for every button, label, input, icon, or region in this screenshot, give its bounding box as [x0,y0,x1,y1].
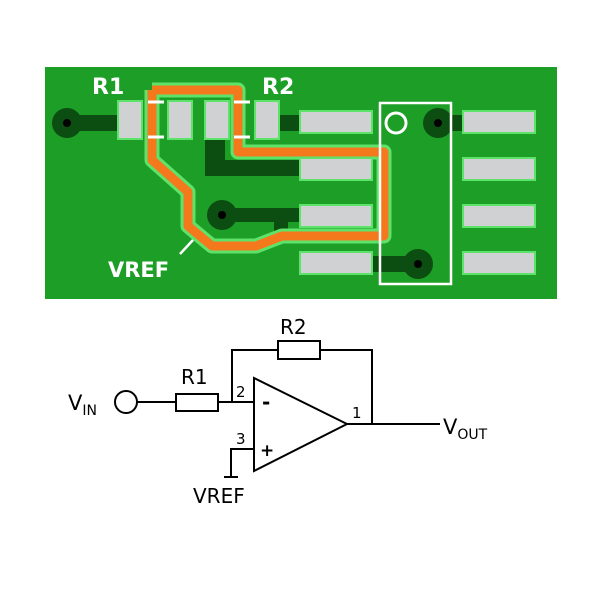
pcb-vias [52,108,453,279]
pin-label-2: 2 [236,383,246,401]
r1-pad-1 [117,100,143,140]
schematic-label-vref: VREF [193,484,245,508]
schematic-r1 [175,393,219,412]
vref-callout-line [179,239,194,255]
ic-pin-7-pad [462,157,536,181]
ic-pin-4-pad [299,251,373,275]
ic-pin-1-pad [299,110,373,134]
pcb-label-r2: R2 [262,75,294,100]
trace-r2-to-pin2 [278,115,302,131]
r1-pad-2 [167,100,193,140]
opamp-symbol [253,376,350,473]
pcb-label-r1: R1 [92,75,124,100]
opamp-plus-sign: + [260,441,274,461]
ic-pin-8-pad [462,110,536,134]
ic-pin-5-pad [462,251,536,275]
ic-pin-2-pad [299,157,373,181]
trace-to-pin2-row [205,160,305,176]
resistor-silkscreen [148,100,250,139]
wire-feedback-right [320,349,373,424]
schematic-r2 [277,340,321,360]
schematic-view [114,340,440,478]
via-vin-hole [63,119,71,127]
pcb-label-vref: VREF [108,258,169,282]
pin-label-3: 3 [236,430,246,448]
schematic-labels: R2 R1 VIN VOUT 2 3 1 - + VREF [68,315,488,508]
pcb-highlight-trace [144,82,392,254]
opamp-minus-sign: - [262,390,270,414]
via-ground-hole [414,260,422,268]
ic-pin-6-pad [462,204,536,228]
r2-pad-2 [254,100,280,140]
highlight-trace [147,85,389,251]
ic-pin1-marker [384,111,408,135]
schematic-label-r1: R1 [181,365,208,389]
ic-outline [378,101,453,286]
vout-label: VOUT [443,415,488,443]
via-vref-hole [218,211,226,219]
ic-pads [299,110,536,275]
wire-feedback-left [231,349,278,402]
via-vout-hole [434,119,442,127]
r2-pad-1 [204,100,230,140]
pin-label-1: 1 [352,404,362,422]
vin-label: VIN [68,391,97,419]
vin-terminal [114,390,138,414]
ic-pin-3-pad [299,204,373,228]
schematic-label-r2: R2 [280,315,307,339]
wire-noninverting-vref [230,448,254,477]
pcb-view: R1 R2 VREF [45,67,557,299]
resistor-pads [117,100,280,140]
